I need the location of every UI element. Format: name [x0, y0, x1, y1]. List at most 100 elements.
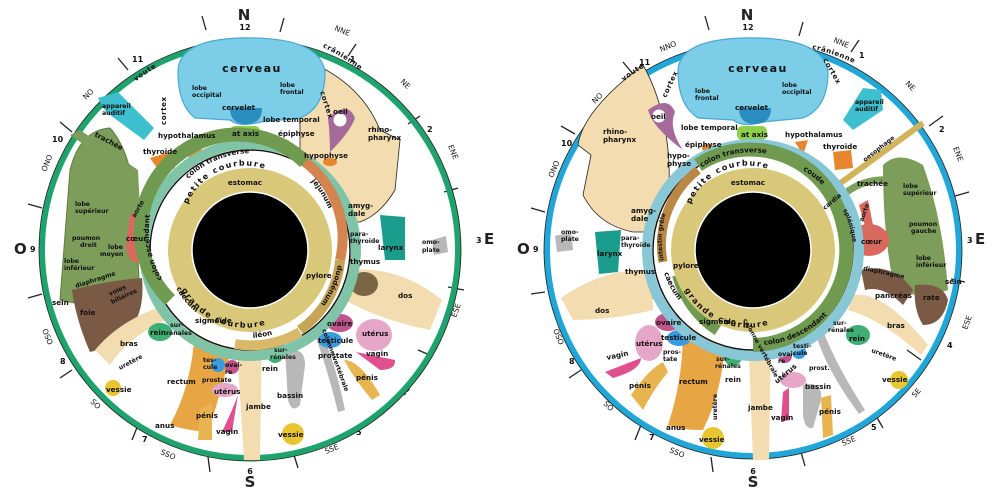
dir-ne: NE — [399, 77, 413, 91]
label-cerveau: cerveau — [728, 62, 788, 75]
oesophagus-shape — [829, 120, 925, 193]
uterus-shape — [356, 319, 392, 351]
label-rein2: rein — [725, 375, 741, 384]
hour-11: 11 — [132, 55, 144, 64]
label-parathyroide-1: para- — [350, 231, 369, 238]
stomach-ring — [168, 168, 332, 332]
label-poumon-droit-2: droit — [80, 242, 97, 249]
spine-shape — [312, 325, 345, 412]
dir-nne: NNE — [832, 36, 850, 50]
stomach-ring — [671, 168, 835, 332]
label-lobe-superieur-2: supérieur — [75, 207, 109, 215]
hour-10: 10 — [561, 139, 573, 148]
label-vagin-small: vagin — [216, 427, 238, 436]
hour-1: 1 — [859, 51, 865, 60]
label-testicule-small-2: cule — [793, 350, 807, 357]
label-penis2: pénis — [356, 373, 378, 382]
label-thyroide: thyroïde — [143, 147, 177, 156]
label-amygdale-2: dale — [631, 214, 648, 223]
label-ileon: iléon — [252, 328, 273, 340]
dir-ese: ESE — [960, 314, 973, 331]
jejunum-band — [301, 158, 348, 262]
label-hypophyse-2: physe — [667, 159, 691, 168]
cerebellum-shape — [739, 108, 771, 124]
label-poumon-gauche-2: gauche — [911, 228, 936, 235]
label-vessie2: vessie — [278, 430, 304, 439]
label-vagin2: vagin — [771, 413, 793, 422]
label-parathyroide-1: para- — [621, 235, 640, 242]
uterus-shape — [635, 325, 663, 361]
label-lobe-inferieur-1: lobe — [916, 255, 931, 262]
label-prostate-1: pros- — [663, 349, 681, 356]
label-uterus-small: utérus — [214, 387, 240, 396]
eye-white — [651, 108, 667, 124]
label-prostate-small: prost. — [809, 365, 830, 372]
label-dos: dos — [595, 306, 609, 315]
label-pylore: pylore — [673, 261, 699, 270]
label-ovaire: ovaire — [656, 318, 681, 327]
label-uretere: uretère — [870, 346, 897, 362]
uterus-small-shape — [212, 383, 238, 397]
label-appareil-auditif-1: appareil — [102, 103, 131, 110]
cerebellum-shape — [230, 108, 262, 124]
hour-12: 12 — [239, 23, 250, 32]
hour-7: 7 — [142, 435, 148, 444]
testicle-small-shape — [211, 358, 225, 372]
arm-shape — [95, 305, 170, 365]
label-lobe-frontal-1: lobe — [695, 88, 710, 95]
label-trachee: trachée — [857, 179, 888, 188]
label-amygdale-1: amyg- — [348, 201, 373, 210]
auditory-shape — [843, 88, 883, 130]
label-ovaire-small-2: re — [225, 369, 232, 376]
label-intestin-grele: intestin grêle — [657, 212, 668, 261]
label-surrenales2-2: rénales — [715, 362, 741, 370]
hour-7: 7 — [649, 433, 655, 442]
label-vagin: vagin — [606, 349, 630, 362]
label-rhino-pharynx-2: pharynx — [368, 133, 401, 142]
label-bassin: bassin — [277, 391, 303, 400]
label-coeur: cœur — [861, 237, 882, 246]
testicle-shape — [318, 332, 342, 348]
label-uterus: utérus — [636, 339, 662, 348]
penis-small-shape — [198, 402, 212, 440]
label-epiphyse: épiphyse — [278, 129, 315, 138]
label-cortex-left: cortex — [661, 70, 680, 99]
thyroid-shape — [833, 150, 853, 170]
east-label: E — [484, 230, 494, 248]
label-rein: rein — [150, 328, 166, 337]
penis-shape — [344, 360, 380, 400]
label-vessie2: vessie — [699, 435, 725, 444]
label-bassin: bassin — [805, 382, 831, 391]
label-testicule: testicule — [661, 333, 696, 342]
pelvis-shape — [285, 350, 305, 409]
dir-nne: NNE — [333, 24, 351, 38]
label-parathyroide-2: thyroïde — [350, 238, 379, 245]
label-lobe-temporal: lobe temporal — [681, 123, 738, 132]
hour-3: 3 — [967, 236, 973, 245]
label-appareil-auditif-1: appareil — [855, 99, 884, 106]
bladder-shape — [105, 380, 121, 396]
dir-ene: ENE — [951, 145, 965, 163]
dir-ne: NE — [904, 79, 918, 93]
label-lobe-frontal-2: frontal — [695, 95, 719, 102]
label-hypothalamus: hypothalamus — [785, 130, 843, 139]
label-lobe-temporal: lobe temporal — [263, 115, 320, 124]
label-lobe-inferieur-1: lobe — [64, 258, 79, 265]
label-lobe-moyen-1: lobe — [108, 244, 123, 251]
hour-2: 2 — [939, 125, 945, 134]
south-label: S — [245, 473, 256, 490]
label-uretere: uretère — [117, 352, 144, 371]
label-lobe-moyen-2: moyen — [100, 251, 123, 258]
label-uterus: utérus — [362, 329, 388, 338]
label-rhino-pharynx-2: pharynx — [603, 135, 636, 144]
hour-5: 5 — [871, 423, 877, 432]
hypothalamus-shape — [795, 140, 808, 155]
label-testicule-small-1: tes- — [203, 357, 217, 364]
label-cervelet: cervelet — [735, 103, 769, 112]
label-lobe-superieur-1: lobe — [75, 201, 90, 208]
label-foie: foie — [80, 308, 96, 317]
hour-11: 11 — [639, 58, 651, 67]
duodenum-band — [297, 259, 345, 335]
spine-shape — [815, 325, 865, 414]
back-shape — [561, 269, 653, 320]
